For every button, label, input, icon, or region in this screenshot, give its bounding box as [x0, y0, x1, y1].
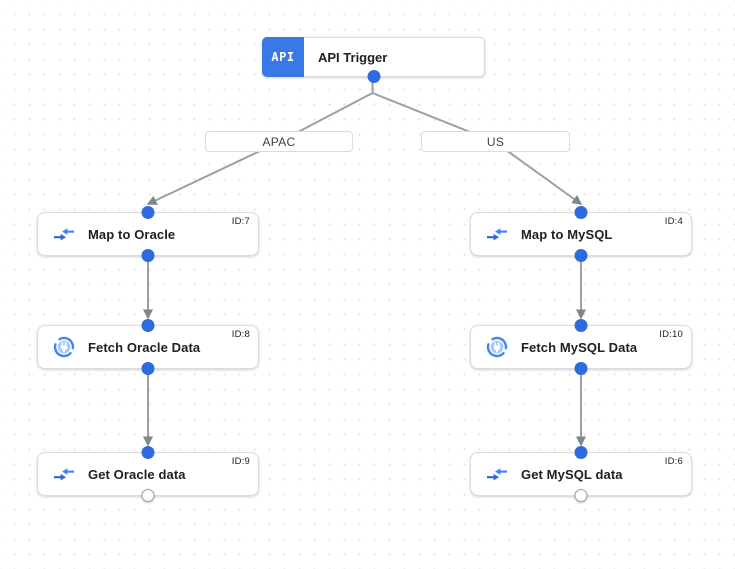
- task-node-fetch-mysql-data[interactable]: ID:10 Fetch MySQL Data: [470, 319, 692, 375]
- open-output-port-dot[interactable]: [574, 489, 588, 502]
- connector-icon: [53, 336, 75, 358]
- connector-icon: [486, 336, 508, 358]
- task-node-get-oracle-data[interactable]: ID:9 Get Oracle data: [37, 446, 259, 502]
- data-mapping-icon: [53, 463, 75, 485]
- open-output-port-dot[interactable]: [141, 489, 155, 502]
- data-mapping-icon: [486, 463, 508, 485]
- task-node-map-to-oracle[interactable]: ID:7 Map to Oracle: [37, 206, 259, 262]
- input-port-dot[interactable]: [141, 446, 155, 459]
- task-title: Fetch MySQL Data: [521, 339, 638, 355]
- task-id-label: ID:9: [231, 456, 250, 467]
- task-id-label: ID:4: [664, 216, 683, 227]
- trigger-title: API Trigger: [318, 49, 388, 65]
- output-port-dot[interactable]: [574, 362, 588, 375]
- branch-label-us[interactable]: US: [421, 131, 570, 152]
- data-mapping-icon: [53, 223, 75, 245]
- api-trigger-node[interactable]: API API Trigger: [262, 37, 485, 83]
- branch-label-text: APAC: [262, 134, 296, 149]
- task-id-label: ID:10: [659, 329, 683, 340]
- output-port-dot[interactable]: [141, 249, 155, 262]
- task-id-label: ID:8: [231, 329, 250, 340]
- output-port-dot[interactable]: [367, 70, 380, 83]
- task-id-label: ID:7: [231, 216, 250, 227]
- branch-label-apac[interactable]: APAC: [205, 131, 353, 152]
- task-id-label: ID:6: [664, 456, 683, 467]
- input-port-dot[interactable]: [141, 206, 155, 219]
- task-title: Fetch Oracle Data: [88, 339, 201, 355]
- input-port-dot[interactable]: [574, 319, 588, 332]
- task-title: Get MySQL data: [521, 466, 623, 482]
- task-title: Map to MySQL: [521, 226, 613, 242]
- data-mapping-icon: [486, 223, 508, 245]
- api-badge-icon: API: [262, 37, 304, 77]
- input-port-dot[interactable]: [141, 319, 155, 332]
- task-node-map-to-mysql[interactable]: ID:4 Map to MySQL: [470, 206, 692, 262]
- task-title: Map to Oracle: [88, 226, 176, 242]
- output-port-dot[interactable]: [574, 249, 588, 262]
- task-node-get-mysql-data[interactable]: ID:6 Get MySQL data: [470, 446, 692, 502]
- task-node-fetch-oracle-data[interactable]: ID:8 Fetch Oracle Data: [37, 319, 259, 375]
- edge-trigger-to-us: [371, 78, 583, 205]
- input-port-dot[interactable]: [574, 206, 588, 219]
- branch-label-text: US: [486, 134, 505, 149]
- task-title: Get Oracle data: [88, 466, 186, 482]
- output-port-dot[interactable]: [141, 362, 155, 375]
- input-port-dot[interactable]: [574, 446, 588, 459]
